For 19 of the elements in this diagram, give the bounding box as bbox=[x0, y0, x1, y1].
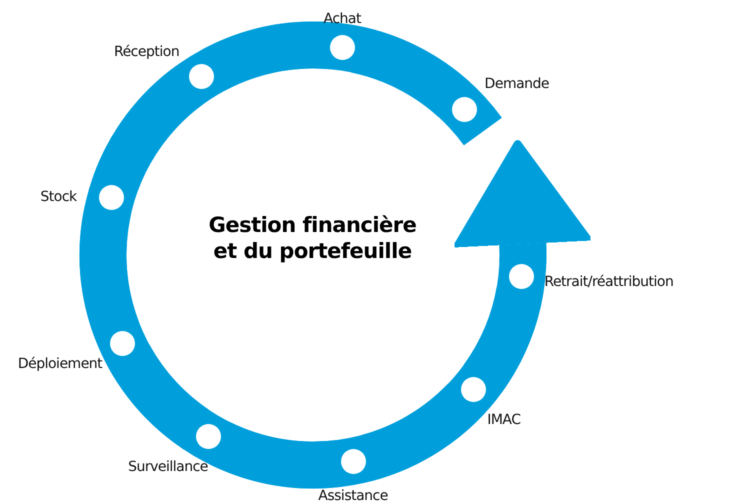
stage-label: Retrait/réattribution bbox=[544, 274, 674, 290]
stage-label: Achat bbox=[323, 10, 361, 27]
ring-segment bbox=[80, 207, 140, 338]
ring-segment bbox=[350, 26, 469, 118]
stage-label: Demande bbox=[484, 76, 550, 92]
ring-segment bbox=[359, 383, 481, 480]
ring-segment bbox=[462, 286, 543, 392]
stage-label: Surveillance bbox=[128, 459, 208, 476]
center-heading: Gestion financière et du portefeuille bbox=[208, 212, 418, 264]
ring-segment bbox=[109, 344, 210, 448]
cycle-arrow bbox=[452, 140, 593, 264]
stage-label: Réception bbox=[114, 44, 180, 60]
ring-segment bbox=[211, 422, 341, 488]
stage-label: Assistance bbox=[318, 488, 388, 502]
ring-segment bbox=[94, 66, 205, 194]
stage-label: Stock bbox=[40, 189, 77, 206]
ring-segment bbox=[204, 22, 329, 92]
stage-label: IMAC bbox=[487, 412, 521, 428]
stage-label: Déploiement bbox=[18, 356, 102, 372]
